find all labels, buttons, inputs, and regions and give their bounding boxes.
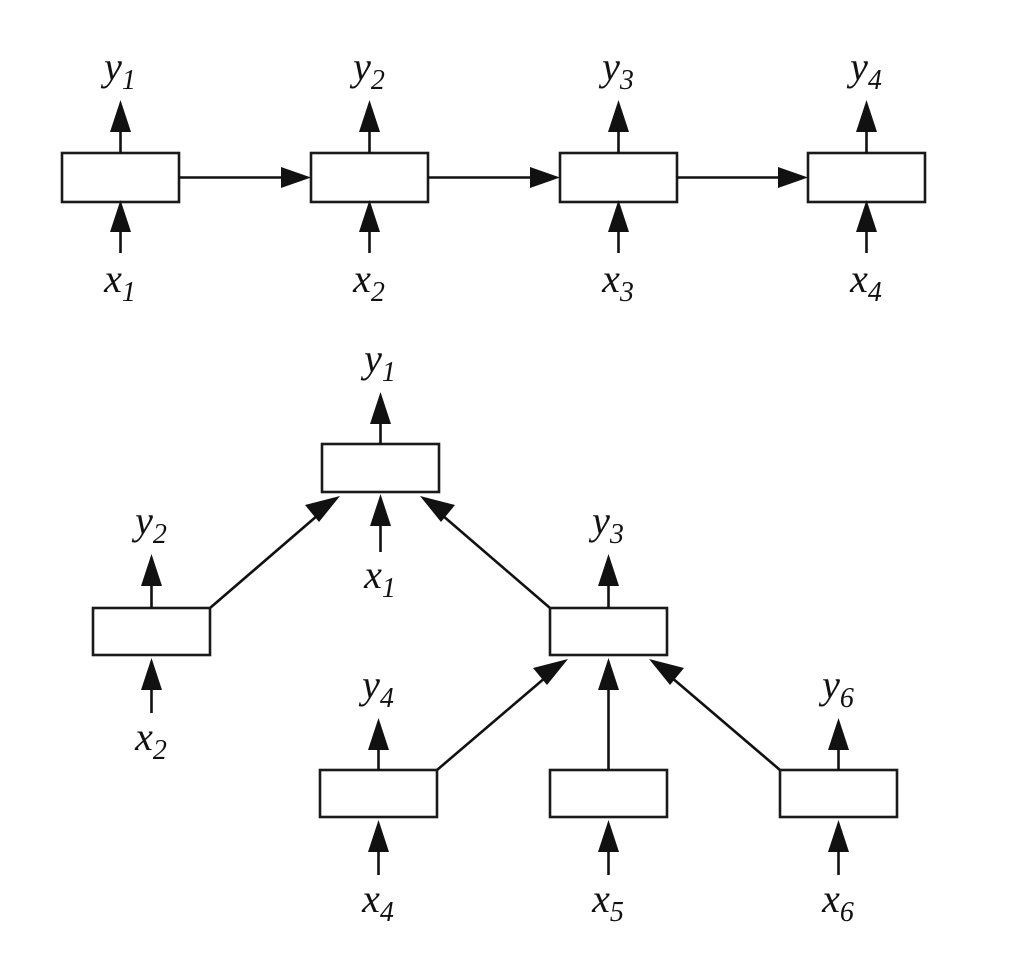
tree-node-right-output-arrow	[598, 554, 619, 608]
tree-node-leaf-6[interactable]	[778, 718, 899, 875]
chain-cell-1-output-arrow	[110, 100, 131, 153]
tree-edge-right-to-root	[420, 496, 551, 609]
tree-node-right[interactable]	[548, 554, 669, 657]
tree-node-leaf-4-input-arrow	[368, 820, 389, 875]
chain-input-label-2: x2	[352, 256, 385, 308]
recursive-tree-network: y1 y2 y3 y4 y6 x1 x2 x4	[91, 336, 899, 928]
chain-cell-2[interactable]	[309, 100, 430, 253]
chain-input-label-3: x3	[601, 256, 634, 308]
tree-output-label-y1: y1	[360, 336, 396, 388]
chain-input-label-4: x4	[849, 256, 882, 308]
chain-recurrent-edge-2-3	[428, 167, 560, 188]
tree-node-leaf-5-input-arrow	[598, 820, 619, 875]
tree-edge-leaf4-to-right	[436, 659, 568, 771]
tree-node-root[interactable]	[320, 392, 441, 552]
tree-node-leaf-5-box[interactable]	[548, 768, 669, 819]
chain-cell-1-box[interactable]	[60, 151, 181, 204]
chain-input-label-1: x1	[103, 256, 136, 308]
tree-output-label-y6: y6	[818, 662, 854, 714]
tree-node-leaf-4[interactable]	[318, 718, 439, 875]
tree-node-left-box[interactable]	[91, 606, 212, 657]
tree-output-label-y3: y3	[588, 498, 624, 550]
chain-cell-3[interactable]	[558, 100, 679, 253]
tree-node-root-input-arrow	[370, 494, 391, 552]
chain-output-label-3: y3	[598, 44, 634, 96]
tree-node-leaf-6-box[interactable]	[778, 768, 899, 819]
chain-cell-2-output-arrow	[359, 100, 380, 153]
tree-input-label-x1: x1	[363, 552, 396, 604]
tree-node-right-box[interactable]	[548, 606, 669, 657]
chain-cell-2-input-arrow	[359, 200, 380, 253]
tree-node-root-box[interactable]	[320, 442, 441, 494]
chain-output-label-2: y2	[349, 44, 385, 96]
tree-node-leaf-6-output-arrow	[828, 718, 849, 770]
chain-cell-1-input-arrow	[110, 200, 131, 253]
tree-node-left[interactable]	[91, 554, 212, 713]
chain-cell-3-output-arrow	[608, 100, 629, 153]
chain-cell-4-output-arrow	[856, 100, 877, 153]
tree-node-leaf-6-input-arrow	[828, 820, 849, 875]
tree-node-leaf-5[interactable]	[548, 768, 669, 875]
chain-cell-4-box[interactable]	[806, 151, 927, 204]
tree-node-leaf-4-output-arrow	[368, 718, 389, 770]
tree-edge-left-to-root	[209, 496, 340, 609]
chain-cell-4[interactable]	[806, 100, 927, 253]
chain-cell-3-box[interactable]	[558, 151, 679, 204]
tree-node-left-input-arrow	[141, 658, 162, 713]
tree-input-label-x5: x5	[591, 876, 624, 928]
tree-input-label-x2: x2	[134, 714, 167, 766]
tree-output-label-y2: y2	[131, 498, 167, 550]
tree-input-label-x4: x4	[361, 876, 394, 928]
chain-cell-1[interactable]	[60, 100, 181, 253]
chain-recurrent-edge-3-4	[677, 167, 808, 188]
tree-edge-leaf6-to-right	[649, 659, 781, 771]
chain-cell-3-input-arrow	[608, 200, 629, 253]
tree-node-leaf-4-box[interactable]	[318, 768, 439, 819]
chain-output-label-4: y4	[846, 44, 882, 96]
chain-output-label-1: y1	[100, 44, 136, 96]
tree-node-left-output-arrow	[141, 554, 162, 608]
linear-recurrent-chain: y1 y2 y3 y4 x1 x2 x3 x4	[60, 44, 927, 308]
chain-cell-4-input-arrow	[856, 200, 877, 253]
tree-input-label-x6: x6	[821, 876, 854, 928]
tree-output-label-y4: y4	[358, 662, 394, 714]
tree-node-root-output-arrow	[370, 392, 391, 444]
chain-cell-2-box[interactable]	[309, 151, 430, 204]
chain-recurrent-edge-1-2	[179, 167, 311, 188]
tree-edge-leaf5-to-right	[598, 658, 619, 770]
